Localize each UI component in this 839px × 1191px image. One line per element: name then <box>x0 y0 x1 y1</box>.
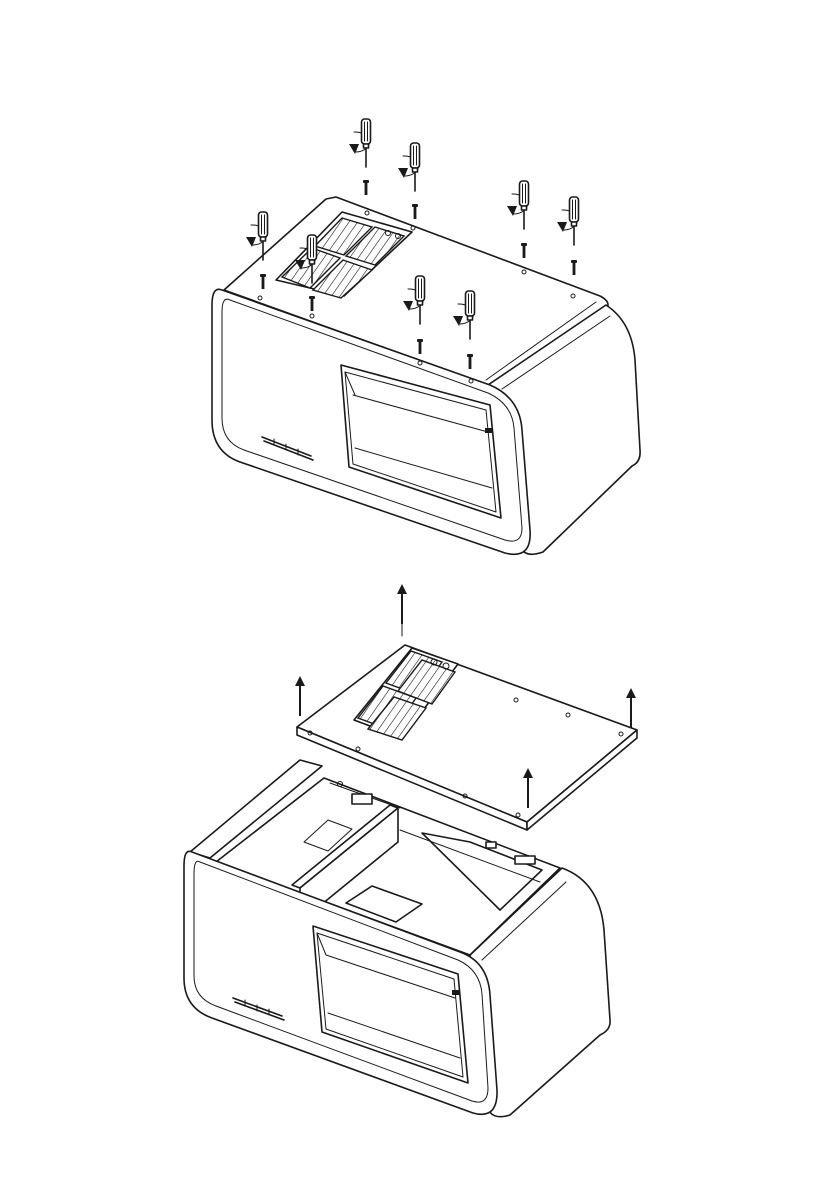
up-arrow-icon <box>295 676 305 716</box>
screw-icon <box>363 180 369 195</box>
screwdriver-icon <box>246 212 268 260</box>
screwdriver-icon <box>349 119 371 167</box>
step-1-enclosure <box>212 197 640 554</box>
screwdriver-icon <box>557 197 579 245</box>
up-arrow-icon <box>626 688 636 728</box>
screw-icon <box>412 204 418 219</box>
screw-icon <box>521 243 527 258</box>
screwdriver-icon <box>398 143 420 191</box>
screw-icon <box>571 260 577 275</box>
screwdriver-icon <box>507 181 529 229</box>
